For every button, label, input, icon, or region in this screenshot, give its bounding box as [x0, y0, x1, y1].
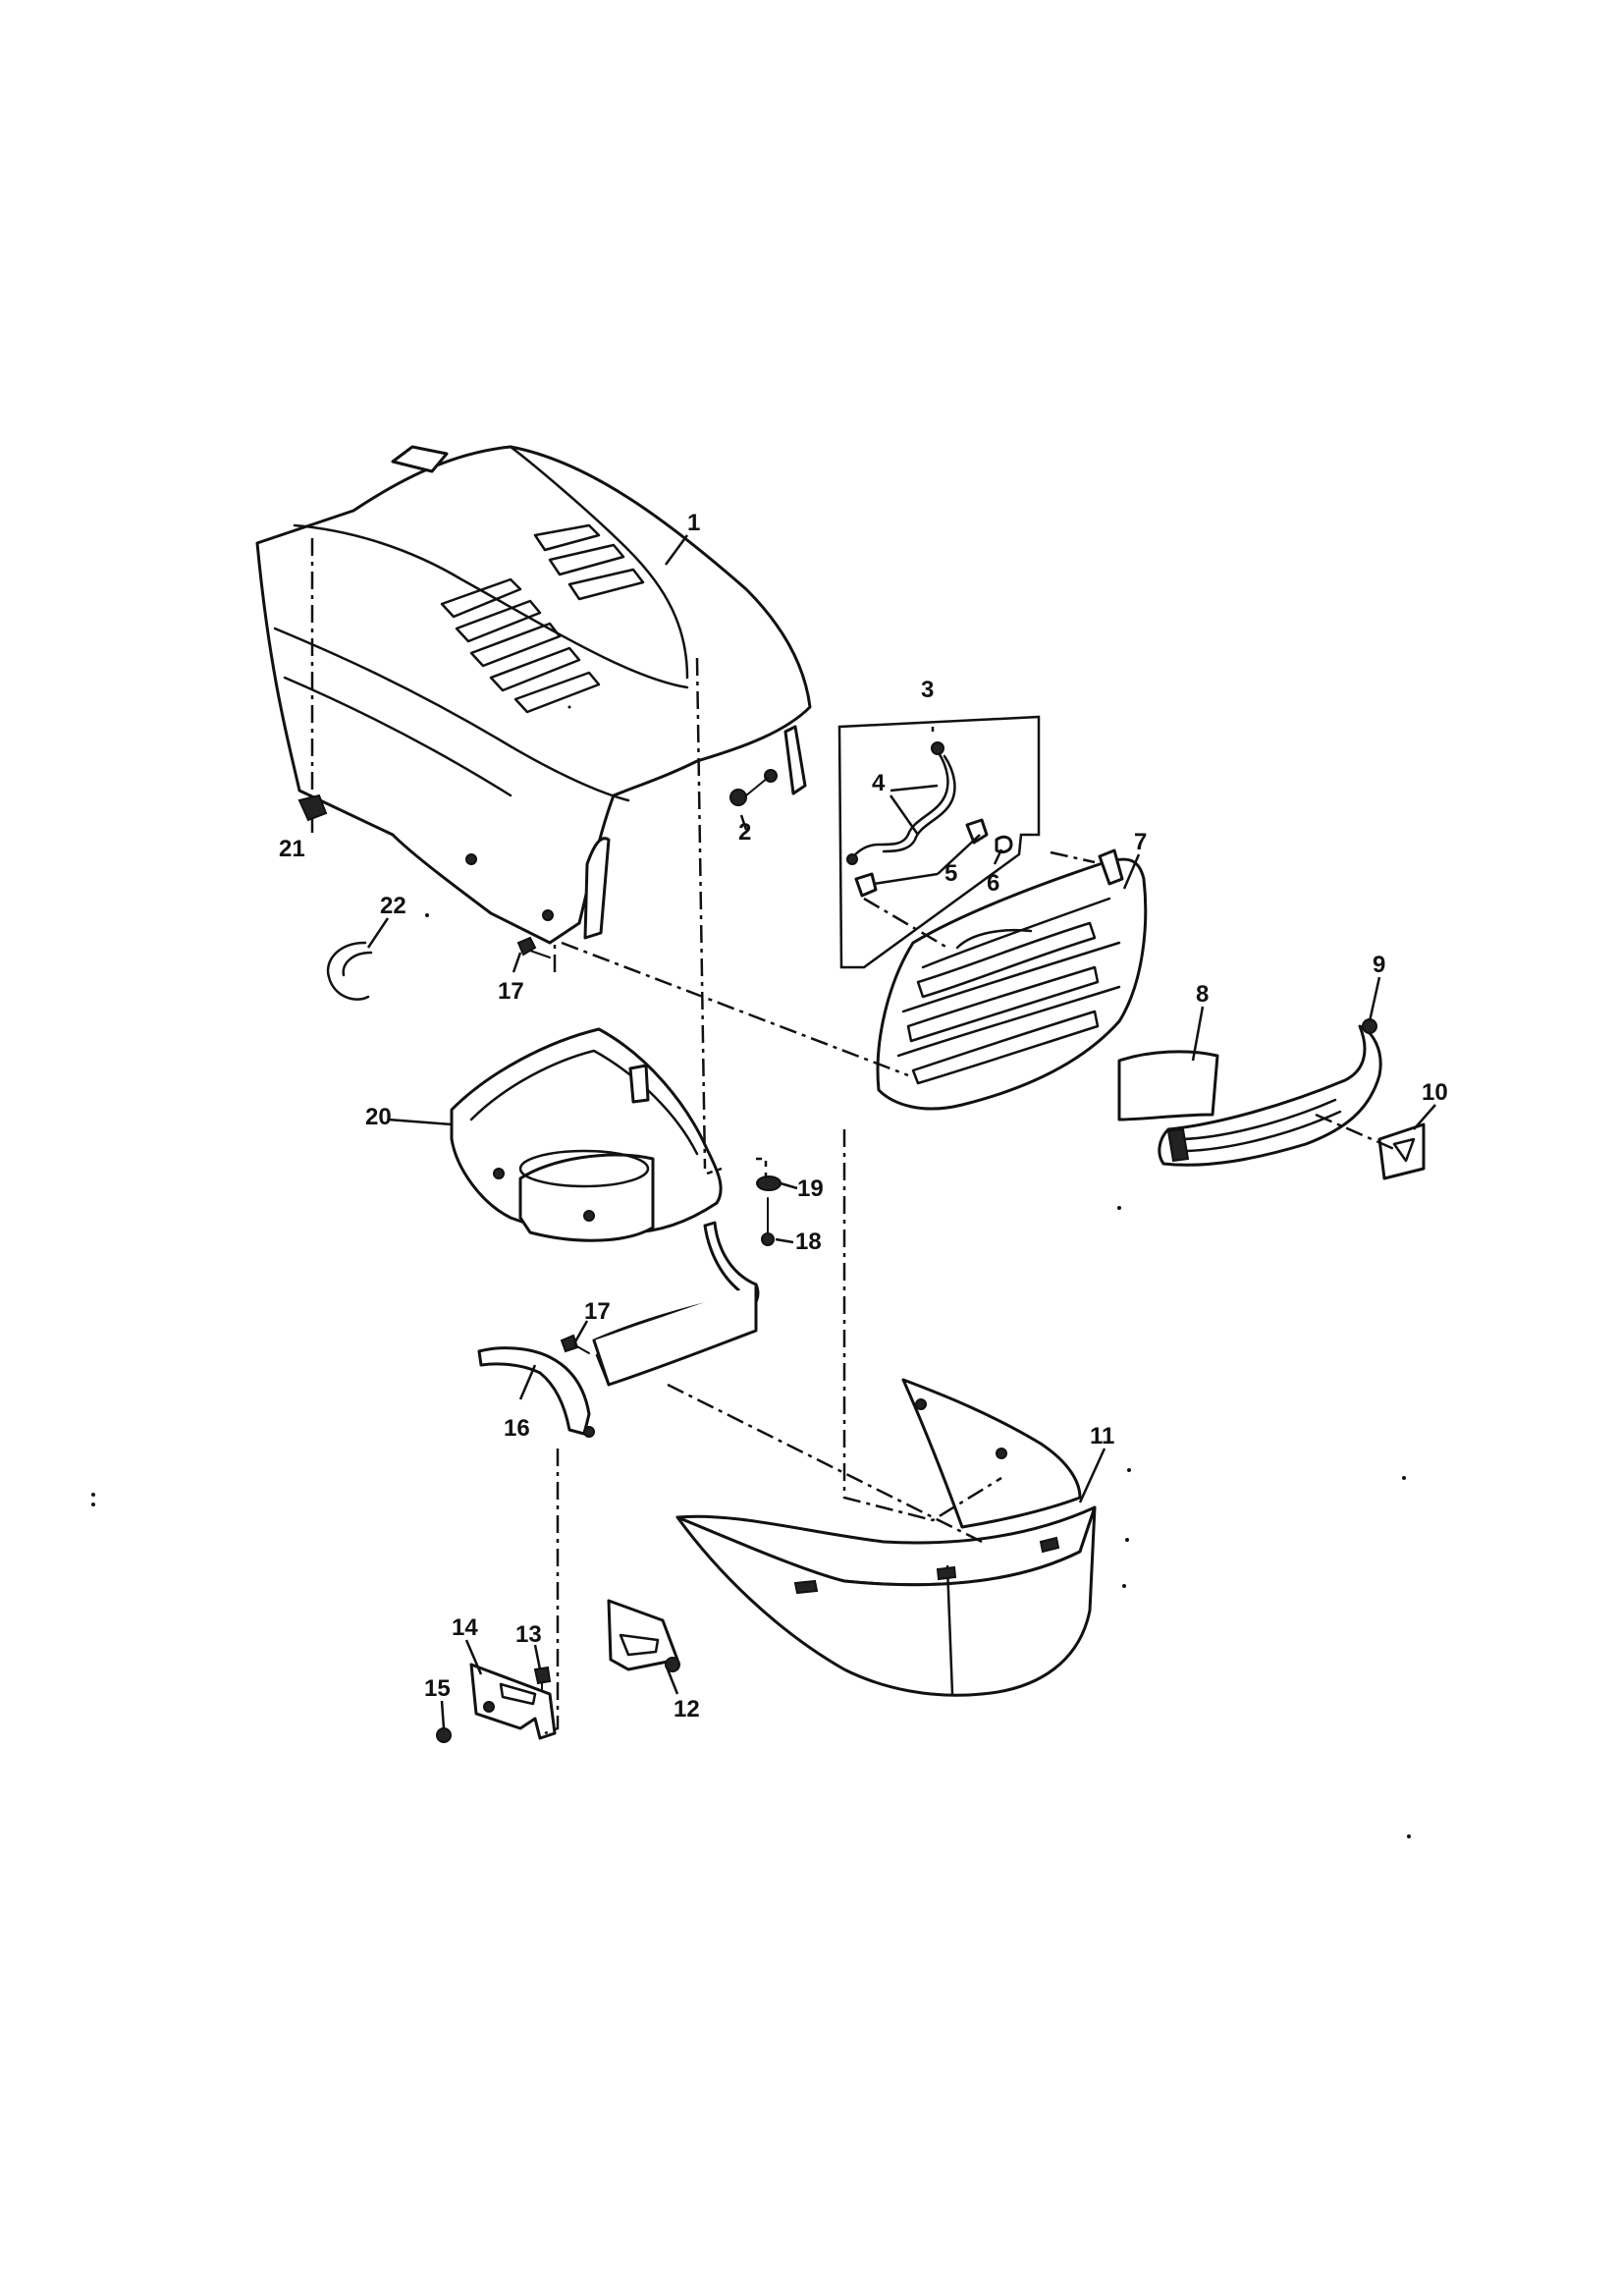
bolt-part-18: [761, 1197, 775, 1246]
callout-2: 2: [738, 819, 751, 846]
screw-part-17-upper: [516, 936, 551, 958]
callout-6: 6: [987, 870, 999, 897]
leader-lines: [310, 534, 1436, 1729]
bracket-box-part-3: [837, 715, 1041, 969]
callout-20: 20: [365, 1104, 392, 1130]
callout-8: 8: [1196, 981, 1209, 1008]
mounting-plate-part-14: [469, 1663, 557, 1740]
support-bracket-part-16: [477, 1346, 595, 1438]
callout-12: 12: [674, 1696, 700, 1722]
front-bumper-part-11: [675, 1378, 1097, 1697]
callout-4: 4: [872, 770, 886, 796]
screw-part-17-lower: [560, 1334, 590, 1354]
callout-18: 18: [795, 1229, 822, 1255]
callout-11: 11: [1090, 1423, 1114, 1449]
washer-part-19: [756, 1175, 782, 1191]
callout-10: 10: [1422, 1079, 1448, 1106]
callout-9: 9: [1373, 952, 1385, 978]
ring-clip-part-22: [326, 941, 373, 1001]
wire-harness-part-4: [846, 741, 956, 865]
callout-labels: 1 2 3 4 5 6 7 8 9 10 11 12 13 14 15 16 1…: [279, 510, 1448, 1722]
callout-3: 3: [921, 677, 934, 703]
headlight-trim-part-9: [1158, 1018, 1382, 1167]
nut-part-15: [436, 1727, 452, 1743]
nut-part-2: [729, 769, 778, 806]
alignment-lines: [310, 538, 1395, 1735]
callout-17-lower: 17: [584, 1298, 611, 1325]
callout-1: 1: [687, 510, 700, 536]
callout-7: 7: [1134, 829, 1147, 855]
lens-part-8: [1117, 1050, 1219, 1121]
decal-part-10: [1377, 1122, 1426, 1180]
pan-part-20: [450, 1027, 723, 1242]
callout-22: 22: [380, 893, 406, 919]
callout-21: 21: [279, 836, 305, 862]
callout-19: 19: [797, 1175, 824, 1202]
callout-16: 16: [504, 1415, 530, 1442]
grille-part-7: [876, 848, 1148, 1111]
hood-part-1: [255, 445, 812, 945]
callout-5: 5: [944, 860, 957, 887]
cross-support-assembly: [592, 1221, 760, 1387]
callout-17-upper: 17: [498, 978, 524, 1005]
bulb-part-6: [995, 835, 1013, 854]
callout-13: 13: [515, 1621, 542, 1648]
callout-14: 14: [452, 1614, 478, 1641]
hood-vents: [440, 523, 645, 714]
bracket-part-12: [607, 1599, 680, 1672]
callout-15: 15: [424, 1675, 451, 1702]
light-socket-part-5: [854, 818, 989, 898]
